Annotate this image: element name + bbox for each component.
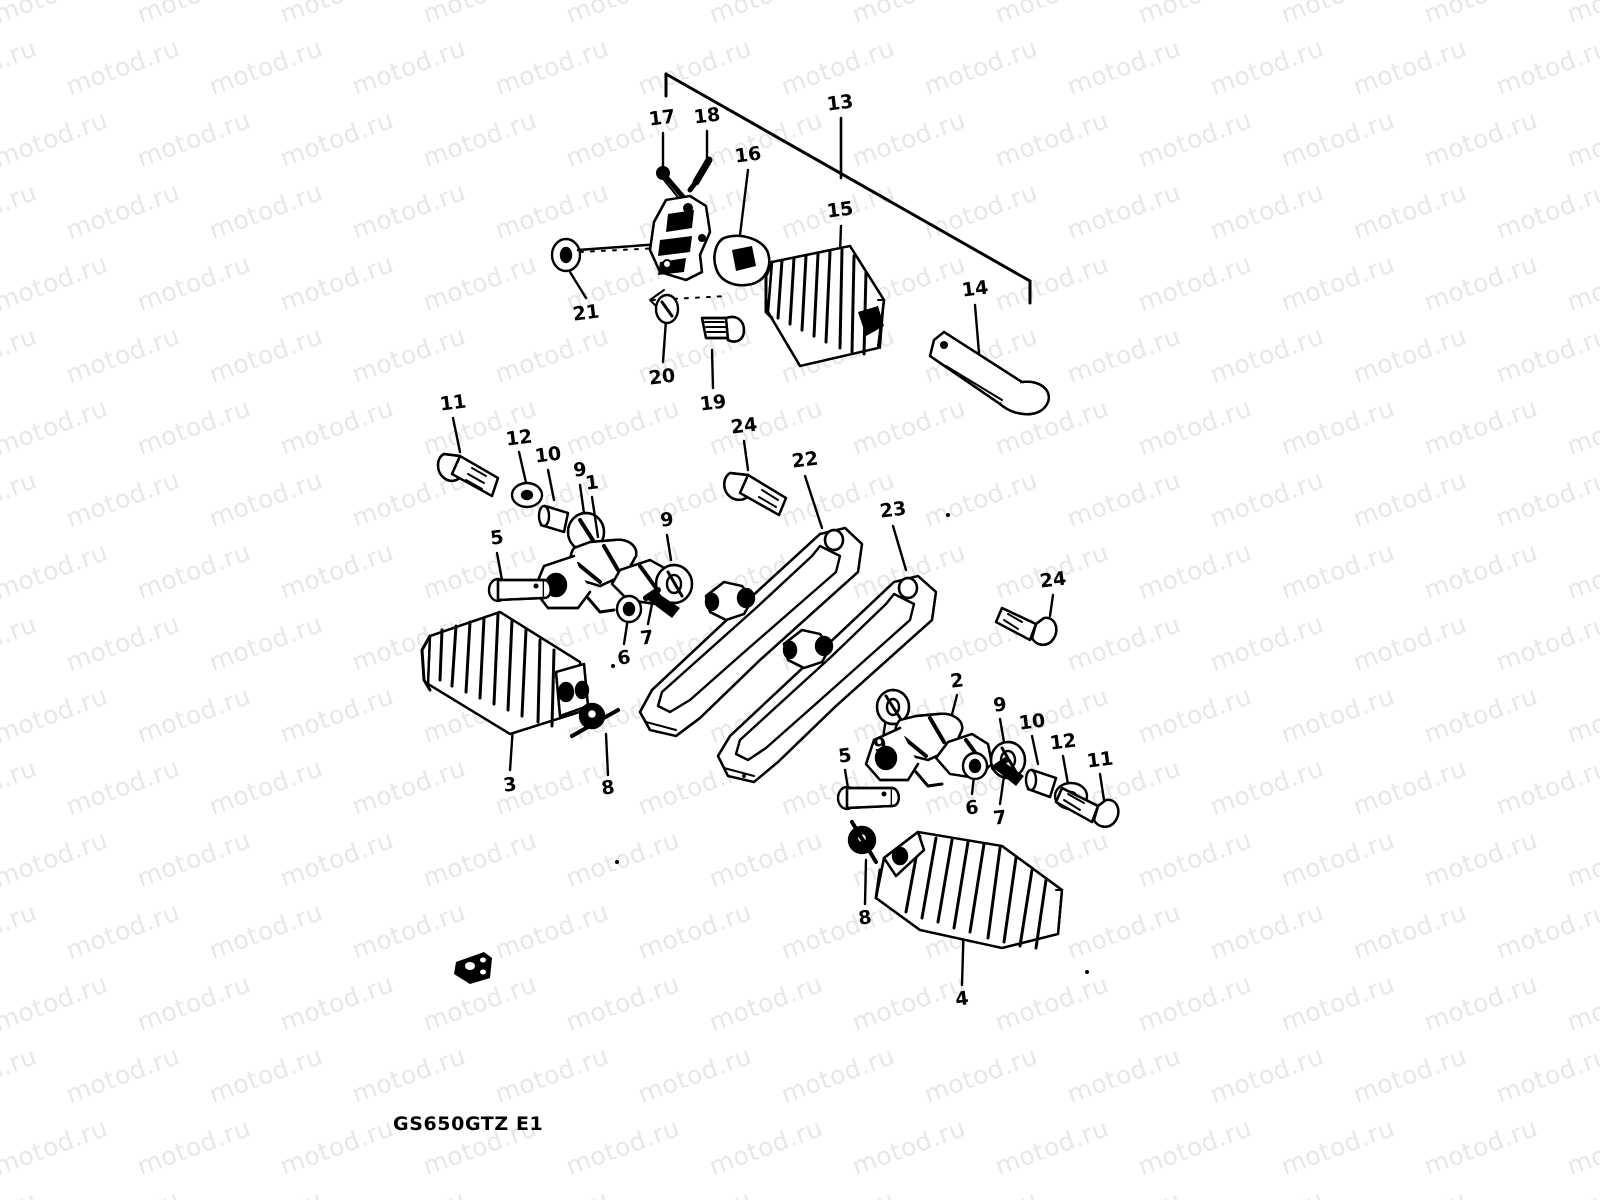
callout-number-pin-left: 5 [489,526,505,550]
part-24-bolt-right [994,606,1058,646]
callout-number-footrest-bracket-right: 2 [949,669,965,693]
callout-number-pillion-footrest-plate: 16 [733,142,763,168]
callout-number-spacer-right: 10 [1017,709,1047,735]
callout-number-spacer-left: 10 [533,442,563,468]
callout-number-bolt-bar-left: 24 [729,413,759,439]
callout-number-bolt-pillion: 19 [698,390,728,416]
part-19-bolt [700,315,746,343]
part-21-nut [550,237,582,273]
callout-number-pin-right: 5 [837,744,853,768]
part-7-screw-left [643,587,680,618]
callout-bracket-13 [664,72,1032,305]
callout-number-spring-pillion: 18 [692,103,722,129]
part-pillion-bracket [648,194,712,282]
callout-number-cotter-pin-right: 8 [857,906,873,930]
part-14-pivot-pin [928,330,1050,416]
part-16-plate [713,234,771,287]
callout-number-pillion-footrest-assembly: 13 [825,90,855,116]
part-12-washer-left [510,481,544,509]
part-15-footrest-rubber [764,244,886,368]
part-2-bracket-right [864,712,994,788]
callout-number-bolt-left: 11 [438,390,468,416]
part-6-washer-left [615,594,643,624]
callout-number-screw-left: 7 [639,626,655,650]
callout-number-cotter-pin-left: 8 [600,776,616,800]
callout-number-bolt-bar-right: 24 [1038,567,1068,593]
callout-number-bush-right-a: 9 [872,733,888,757]
part-18-spring [687,156,713,193]
callout-number-bush-right-b: 9 [992,693,1008,717]
part-10-spacer-right [1024,768,1058,799]
part-7-screw-right [991,757,1024,786]
callout-number-screw-right: 7 [992,806,1008,830]
part-9-bush-right-a [875,688,911,726]
callout-number-footrest-bar-rear: 23 [878,497,908,523]
callout-number-footrest-bar-front: 22 [790,447,820,473]
part-4-footrest-rubber-right [874,830,1064,950]
part-24-bolt-left [723,471,788,517]
part-9-bush-left-b [654,563,694,605]
bracket-glyph-small [454,952,492,984]
part-11-bolt-right [1054,786,1120,828]
callout-number-footrest-rubber-right: 4 [954,987,970,1011]
callout-number-washer-right: 6 [964,796,980,820]
diagram-caption: GS650GTZ E1 [393,1113,544,1135]
part-5-pin-left [487,577,552,603]
callout-number-washer-left: 6 [616,646,632,670]
part-22-footrest-bar-front [638,526,864,738]
callout-number-nut-pillion: 21 [571,300,601,326]
part-3-footrest-rubber-left [420,610,590,736]
part-5-pin-right [836,785,900,811]
part-11-bolt-left [436,452,500,498]
part-20-washer [654,293,680,325]
callout-number-bolt-right: 11 [1085,747,1115,773]
callout-number-pivot-pin: 14 [960,276,990,302]
callout-number-footrest-rubber-left: 3 [502,773,518,797]
part-8-cotter-pin-left [570,702,620,738]
callout-number-washer-flat-right: 12 [1048,729,1078,755]
callout-number-bush-left-b: 9 [659,508,675,532]
callout-number-washer-pillion: 20 [647,364,677,390]
callout-number-cotter-pin-pillion: 17 [647,105,677,131]
part-8-cotter-pin-right [847,820,878,864]
part-23-footrest-bar-rear [716,574,938,784]
part-6-washer-right [961,751,989,781]
callout-number-bush-left-a: 9 [572,458,588,482]
callout-number-pillion-footrest-rubber: 15 [825,197,855,223]
callout-number-washer-flat-left: 12 [504,425,534,451]
part-10-spacer-left [537,504,570,534]
